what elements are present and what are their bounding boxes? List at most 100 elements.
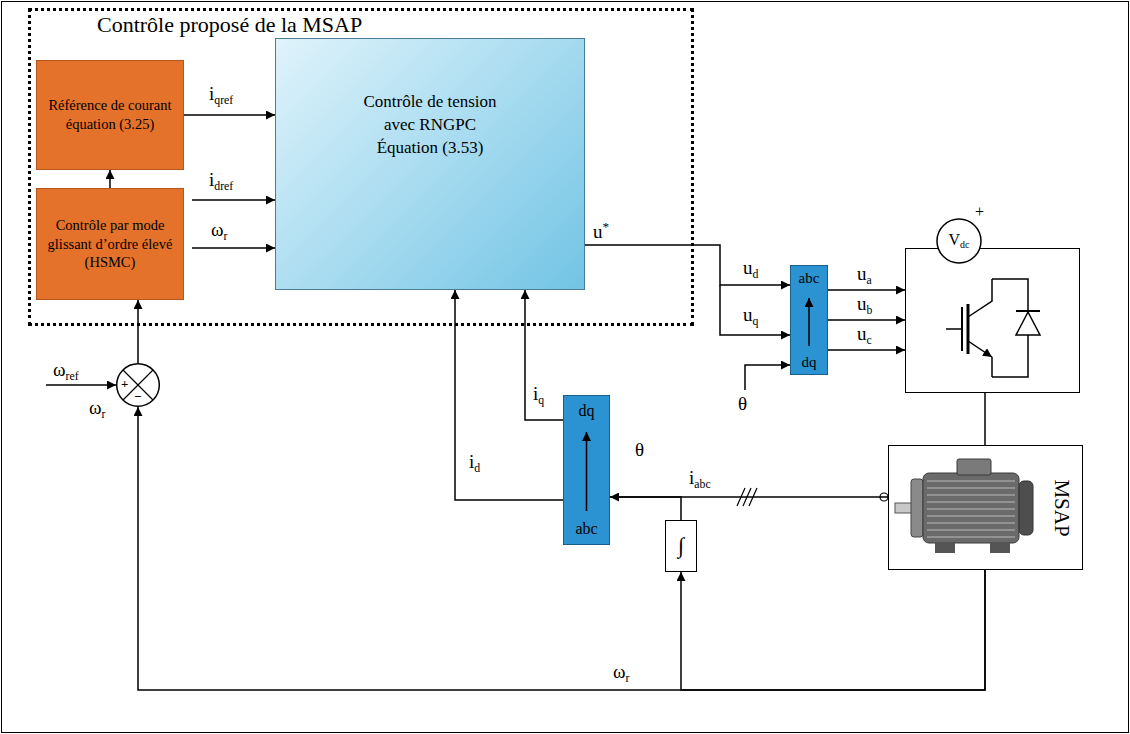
subscript: ref [66, 370, 79, 383]
dq-to-abc-transform: abc dq [790, 265, 828, 375]
current-reference-box: Référence de courant équation (3.25) [36, 60, 184, 170]
subscript: dref [214, 180, 233, 193]
rngpc-voltage-control-box: Contrôle de tension avec RNGPC Équation … [275, 38, 585, 290]
connector [828, 289, 905, 291]
signal-name: θ [634, 440, 645, 459]
reference-speed-wire [46, 384, 116, 386]
signal-name: idref [208, 170, 234, 192]
frame-label: abc [564, 520, 609, 538]
inverter-symbol [906, 249, 1079, 392]
sign: − [134, 390, 141, 403]
signal-name: ub [856, 294, 873, 316]
diode-triangle [1016, 312, 1040, 335]
signal-name: iabc [688, 468, 712, 490]
connector [525, 290, 563, 420]
connector [681, 570, 985, 690]
signal-name: u* [592, 220, 610, 241]
connector [984, 393, 986, 445]
motor-label: MSAP [1051, 479, 1072, 536]
subscript: d [474, 462, 480, 475]
connector [828, 319, 905, 321]
signal-name: uq [742, 305, 759, 327]
diode-wire [992, 335, 1028, 377]
box-text: Contrôle par mode glissant d’ordre élevé… [43, 216, 177, 273]
superscript: * [603, 219, 610, 234]
d-current-reference-wire [192, 199, 275, 201]
pmsm-motor: MSAP [888, 445, 1083, 570]
transform-arrow [586, 432, 588, 511]
box-text: Contrôle de tension avec RNGPC Équation … [355, 91, 505, 160]
subscript: b [867, 304, 873, 317]
subscript: c [867, 334, 872, 347]
signal-name: ωr [210, 220, 228, 242]
subscript: dc [960, 239, 969, 250]
subscript: abc [694, 478, 710, 491]
subscript: q [538, 394, 544, 407]
subscript: qref [214, 94, 233, 107]
polarity-mark: + [974, 204, 985, 220]
connector [138, 407, 985, 690]
motor-shaft [895, 503, 913, 513]
signal-name: iq [532, 384, 545, 406]
signal-name: id [468, 452, 481, 474]
signal-name: ud [742, 258, 759, 280]
subscript: r [626, 672, 630, 685]
motor-body [923, 473, 1019, 543]
motor-fins [927, 481, 1015, 537]
diode-wire [992, 279, 1028, 311]
subscript: a [867, 274, 872, 287]
subscript: d [753, 268, 759, 281]
region-title: Contrôle proposé de la MSAP [97, 12, 362, 38]
frame-label: dq [791, 354, 827, 371]
motor-foot [990, 543, 1010, 553]
igbt-collector [968, 279, 992, 317]
signal-name: ωr [88, 398, 106, 420]
signal-name: iqref [208, 84, 234, 106]
uq-branch-wire [720, 285, 790, 335]
box-text: Référence de courant équation (3.25) [43, 96, 177, 134]
hsmc-box: Contrôle par mode glissant d’ordre élevé… [36, 188, 184, 300]
abc-to-dq-transform: dq abc [563, 395, 610, 545]
transform-arrow [808, 298, 810, 346]
motor-illustration [895, 451, 1045, 563]
angle-input-wire [745, 365, 790, 390]
integral-sign: ∫ [678, 535, 684, 557]
dc-source-label: Vdc [949, 232, 970, 250]
signal-name: θ [737, 394, 748, 413]
summing-junction: +− [116, 363, 160, 407]
terminal-box [957, 459, 991, 475]
connector [585, 245, 790, 285]
motor-end-cap [1019, 481, 1033, 535]
igbt-emitter [968, 341, 992, 357]
subscript: r [224, 230, 228, 243]
igbt-emitter-lead [991, 357, 993, 377]
speed-input-wire [192, 247, 275, 249]
motor-flange [911, 479, 923, 537]
motor-foot [935, 543, 955, 553]
frame-label: abc [791, 270, 827, 287]
connector [137, 300, 139, 363]
integrator-box: ∫ [665, 520, 697, 572]
signal-name: ωref [52, 360, 80, 382]
connector [828, 349, 905, 351]
connector [184, 114, 275, 116]
connector [109, 170, 111, 188]
subscript: r [102, 408, 106, 421]
igbt-gate-lead [946, 328, 962, 330]
connector [610, 497, 681, 520]
igbt-gate [961, 307, 963, 351]
signal-name: uc [856, 324, 873, 346]
frame-label: dq [564, 402, 609, 420]
signal-name: ωr [612, 662, 630, 684]
sign: + [121, 377, 128, 390]
subscript: q [753, 315, 759, 328]
signal-name: ua [856, 264, 873, 286]
junction-circle [117, 364, 160, 407]
proposed-control-region: Contrôle proposé de la MSAP Référence de … [28, 8, 694, 326]
inverter: Vdc [905, 248, 1080, 393]
dc-source-circle [937, 219, 981, 263]
igbt-channel [967, 304, 970, 354]
